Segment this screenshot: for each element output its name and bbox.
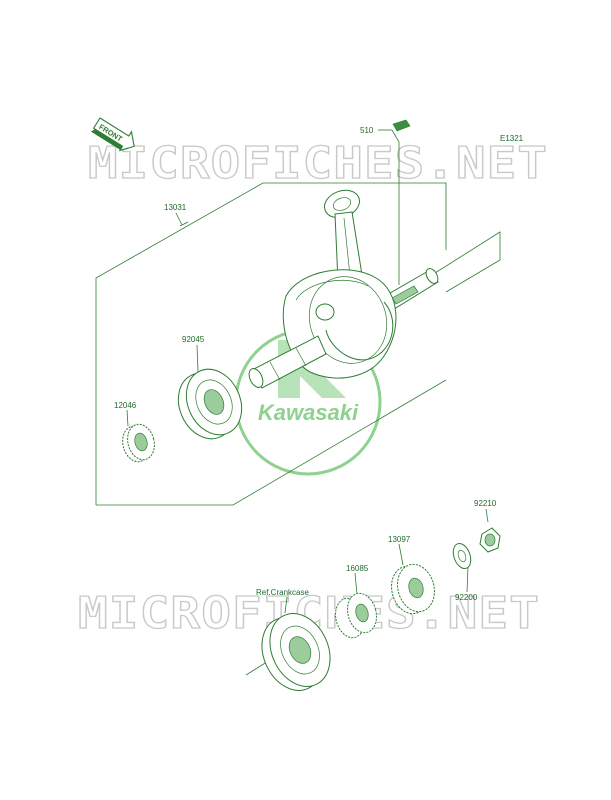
part-510-key [392,119,411,132]
label-ref-crankcase[interactable]: Ref.Crankcase [256,588,309,597]
washer-92200 [452,542,472,570]
nut-92210 [479,527,501,553]
label-13031[interactable]: 13031 [164,203,187,212]
label-510[interactable]: 510 [360,126,374,135]
diagram-code: E1321 [500,134,524,143]
crankcase-bearing [261,613,331,691]
gear-16085 [335,592,377,639]
watermark-top: MICROFICHES.NET [88,138,548,189]
gear-12046 [122,423,155,463]
label-12046[interactable]: 12046 [114,401,137,410]
label-92045[interactable]: 92045 [182,335,205,344]
bearing-92045 [177,368,243,440]
assembly-frame [95,182,447,506]
label-16085[interactable]: 16085 [346,564,369,573]
crankshaft [248,189,439,389]
gear-13097 [391,563,435,615]
label-13097[interactable]: 13097 [388,535,411,544]
label-92210[interactable]: 92210 [474,499,497,508]
label-92200[interactable]: 92200 [455,593,478,602]
logo-text: Kawasaki [258,400,359,425]
